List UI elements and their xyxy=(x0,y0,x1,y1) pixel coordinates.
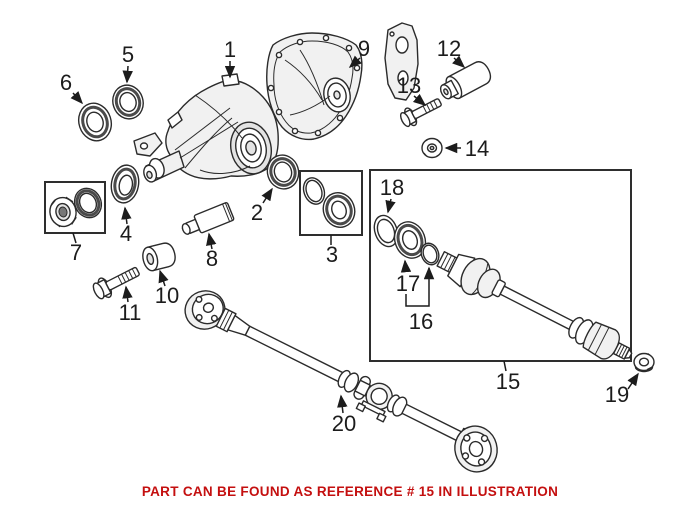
seal-5-drawing xyxy=(112,84,144,120)
ref-4-callout: 4 xyxy=(120,206,132,246)
ref-16-callout: 16 xyxy=(405,266,435,334)
oring-in-kit-7 xyxy=(73,187,103,219)
ring-16-drawing xyxy=(420,242,440,266)
ref-6-callout: 6 xyxy=(60,70,84,105)
seal-17-drawing xyxy=(393,221,427,259)
ref-label-2: 2 xyxy=(251,200,263,225)
ref-label-13: 13 xyxy=(397,73,421,98)
ref-label-4: 4 xyxy=(120,221,132,246)
seal-2-drawing xyxy=(266,154,300,190)
ref-5-callout: 5 xyxy=(122,42,134,84)
differential-housing-drawing xyxy=(133,73,279,183)
ref-17-callout: 17 xyxy=(396,259,420,296)
ref-1-callout: 1 xyxy=(224,37,236,79)
ref-label-3: 3 xyxy=(326,242,338,267)
ref-label-8: 8 xyxy=(206,246,218,271)
seal-6-drawing xyxy=(77,102,113,142)
ref-15-callout: 15 xyxy=(496,360,520,394)
seal-18-drawing xyxy=(373,214,399,248)
ref-label-9: 9 xyxy=(358,36,370,61)
kit-box-3 xyxy=(299,170,363,236)
ref-label-10: 10 xyxy=(155,283,179,308)
ref-7-callout: 7 xyxy=(70,232,82,265)
ref-label-11: 11 xyxy=(119,300,142,325)
ref-label-17: 17 xyxy=(396,271,420,296)
sleeve-12-drawing xyxy=(439,61,492,100)
bushing-drawing xyxy=(142,242,176,272)
bolt-11-drawing xyxy=(92,266,140,300)
differential-cover-drawing xyxy=(266,22,419,141)
ref-10-callout: 10 xyxy=(155,269,179,308)
axle-nut-19-drawing xyxy=(633,352,655,373)
nut-14-drawing xyxy=(421,137,443,159)
ref-8-callout: 8 xyxy=(206,232,218,271)
seal-4-drawing xyxy=(110,164,140,204)
ref-label-7: 7 xyxy=(70,240,82,265)
reference-note: PART CAN BE FOUND AS REFERENCE # 15 IN I… xyxy=(141,484,559,499)
ref-label-18: 18 xyxy=(380,175,404,200)
sealant-tube-drawing xyxy=(181,202,235,235)
ref-label-16: 16 xyxy=(409,309,433,334)
cv-axle-drawing xyxy=(436,250,633,360)
ref-11-callout: 11 xyxy=(119,285,142,325)
ref-14-callout: 14 xyxy=(444,136,489,161)
ref-label-1: 1 xyxy=(224,37,236,62)
ref-3-callout: 3 xyxy=(326,235,338,267)
ref-9-callout: 9 xyxy=(348,36,370,69)
ref-12-callout: 12 xyxy=(437,36,466,69)
kit-box-7 xyxy=(44,181,106,234)
ref-label-5: 5 xyxy=(122,42,134,67)
kit-box-15 xyxy=(369,169,633,362)
nut-in-kit-7 xyxy=(49,196,77,228)
bolt-13-drawing xyxy=(399,98,442,128)
ref-13-callout: 13 xyxy=(397,73,427,106)
ref-label-15: 15 xyxy=(496,369,520,394)
ref-label-14: 14 xyxy=(465,136,489,161)
ref-18-callout: 18 xyxy=(380,175,404,214)
ref-label-20: 20 xyxy=(332,411,356,436)
driveshaft-drawing xyxy=(184,290,498,473)
ref-2-callout: 2 xyxy=(251,187,273,225)
ref-20-callout: 20 xyxy=(332,394,356,436)
ref-label-12: 12 xyxy=(437,36,461,61)
ref-label-6: 6 xyxy=(60,70,72,95)
ref-label-19: 19 xyxy=(605,382,629,407)
ref-19-callout: 19 xyxy=(605,372,639,407)
